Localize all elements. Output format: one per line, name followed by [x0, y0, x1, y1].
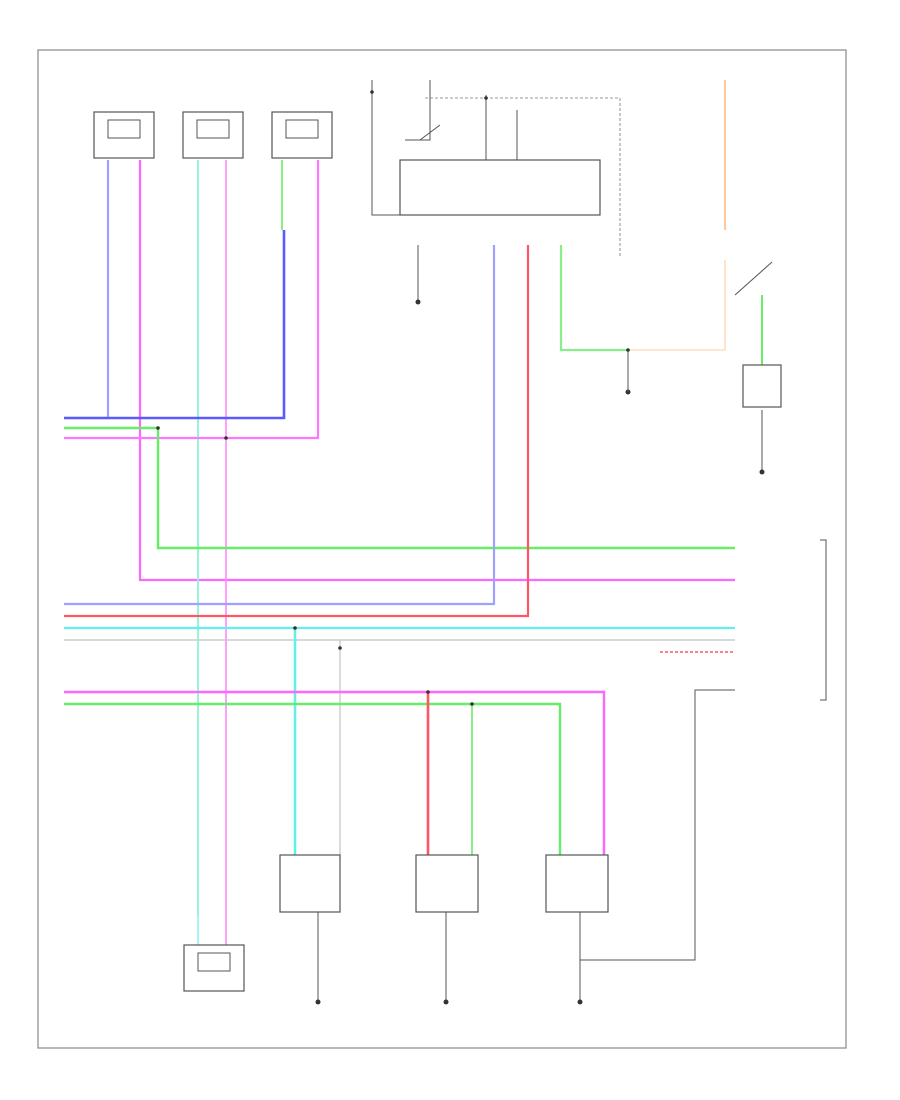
bottom-left-motor-inner: [197, 952, 231, 972]
bottom-left-motor: [183, 944, 245, 992]
control-unit-switch: [419, 124, 441, 141]
junction-dot-9: [484, 96, 488, 100]
top-relay-1-inner: [107, 119, 141, 139]
wire-black-1: [580, 689, 735, 961]
switch-cluster-bracket: [820, 539, 827, 701]
right-switch: [734, 261, 773, 296]
wire-black-3: [405, 80, 431, 141]
diagram-frame: [37, 49, 847, 1049]
ground-symbol-2: [443, 999, 449, 1005]
junction-dot-3: [293, 626, 297, 630]
top-relay-1: [93, 111, 155, 159]
wire-violet-1: [64, 160, 110, 420]
wire-green-4: [559, 245, 628, 352]
wire-pink-3: [64, 160, 320, 440]
bottom-switch-2: [415, 854, 479, 913]
wire-black-2: [371, 80, 405, 216]
ground-symbol-5: [759, 469, 765, 475]
ground-symbol-4: [415, 299, 421, 305]
right-fuse-block: [742, 364, 782, 408]
wire-pink-4: [64, 690, 606, 860]
control-unit: [399, 159, 601, 216]
junction-layer: [156, 90, 630, 706]
top-relay-3: [271, 111, 333, 159]
top-relay-3-inner: [285, 119, 319, 139]
junction-dot-8: [370, 90, 374, 94]
ground-symbol-3: [577, 999, 583, 1005]
wire-dash-1: [425, 97, 621, 258]
top-relay-2-inner: [196, 119, 230, 139]
wire-violet-2: [64, 245, 496, 606]
junction-dot-4: [338, 646, 342, 650]
junction-dot-2: [224, 436, 228, 440]
wire-layer: [64, 80, 763, 1000]
wire-pink-1: [138, 160, 735, 582]
junction-dot-7: [626, 348, 630, 352]
junction-dot-5: [426, 690, 430, 694]
component-layer: [93, 111, 827, 992]
wire-green-6: [64, 702, 562, 860]
top-relay-2: [182, 111, 244, 159]
wire-red-1: [64, 245, 530, 618]
junction-dot-1: [156, 426, 160, 430]
ground-layer: [315, 299, 765, 1005]
bottom-switch-1: [279, 854, 341, 913]
wire-orange-1: [628, 260, 726, 351]
wire-blue-1: [64, 230, 286, 420]
bottom-switch-3: [545, 854, 609, 913]
wire-green-3: [64, 426, 735, 550]
ground-symbol-1: [315, 999, 321, 1005]
junction-dot-6: [470, 702, 474, 706]
